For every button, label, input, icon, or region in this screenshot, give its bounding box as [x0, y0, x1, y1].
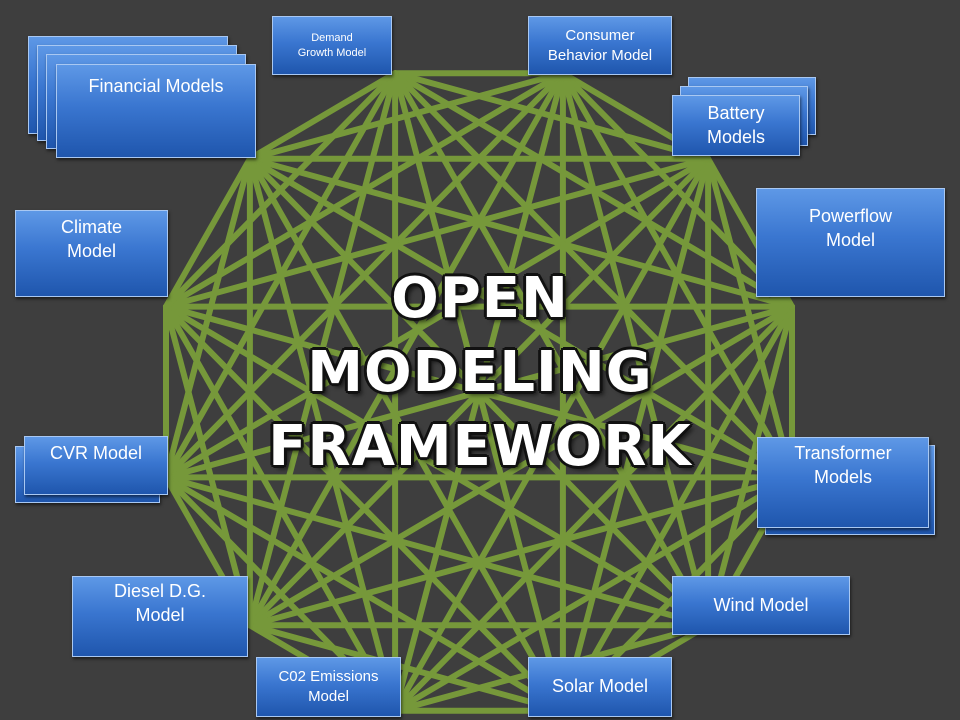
- consumer-behavior-model-box: Consumer Behavior Model: [528, 16, 672, 75]
- connection-line: [163, 155, 712, 481]
- connection-line: [163, 303, 712, 629]
- title-line-2: MODELING: [307, 340, 653, 405]
- title-line-1: OPEN: [391, 266, 569, 331]
- connection-line: [392, 155, 712, 714]
- connection-line: [163, 155, 253, 481]
- connection-line: [163, 70, 399, 310]
- co2-emissions-model-box: C02 Emissions Model: [256, 657, 401, 717]
- connection-line: [246, 70, 399, 629]
- title-line-3: FRAMEWORK: [268, 414, 692, 479]
- wind-model-box: Wind Model: [672, 576, 850, 635]
- connection-line: [246, 303, 795, 629]
- powerflow-model-box: Powerflow Model: [756, 188, 945, 297]
- connection-line: [392, 70, 566, 714]
- transformer-models-box: Transformer Models: [757, 437, 929, 528]
- connection-line: [246, 70, 566, 629]
- demand-growth-model-box: Demand Growth Model: [272, 16, 392, 75]
- connection-line: [246, 155, 566, 714]
- connection-line: [163, 155, 253, 310]
- connection-line: [392, 70, 712, 162]
- solar-model-box: Solar Model: [528, 657, 672, 717]
- connection-line: [246, 155, 795, 310]
- connection-line: [246, 622, 566, 714]
- cvr-model-box: CVR Model: [24, 436, 168, 495]
- diesel-dg-model-box: Diesel D.G. Model: [72, 576, 248, 657]
- connection-line: [246, 70, 399, 162]
- connection-line: [163, 474, 712, 629]
- battery-models-box: Battery Models: [672, 95, 800, 156]
- financial-models-box: Financial Models: [56, 64, 256, 158]
- connection-line: [392, 70, 712, 629]
- connection-line: [246, 155, 399, 714]
- connection-line: [163, 303, 566, 714]
- framework-title: OPEN MODELING FRAMEWORK: [230, 262, 730, 484]
- climate-model-box: Climate Model: [15, 210, 168, 297]
- connection-line: [392, 70, 795, 310]
- connection-line: [163, 303, 253, 629]
- connection-line: [163, 70, 399, 481]
- connection-line: [246, 155, 795, 481]
- connection-line: [392, 70, 795, 481]
